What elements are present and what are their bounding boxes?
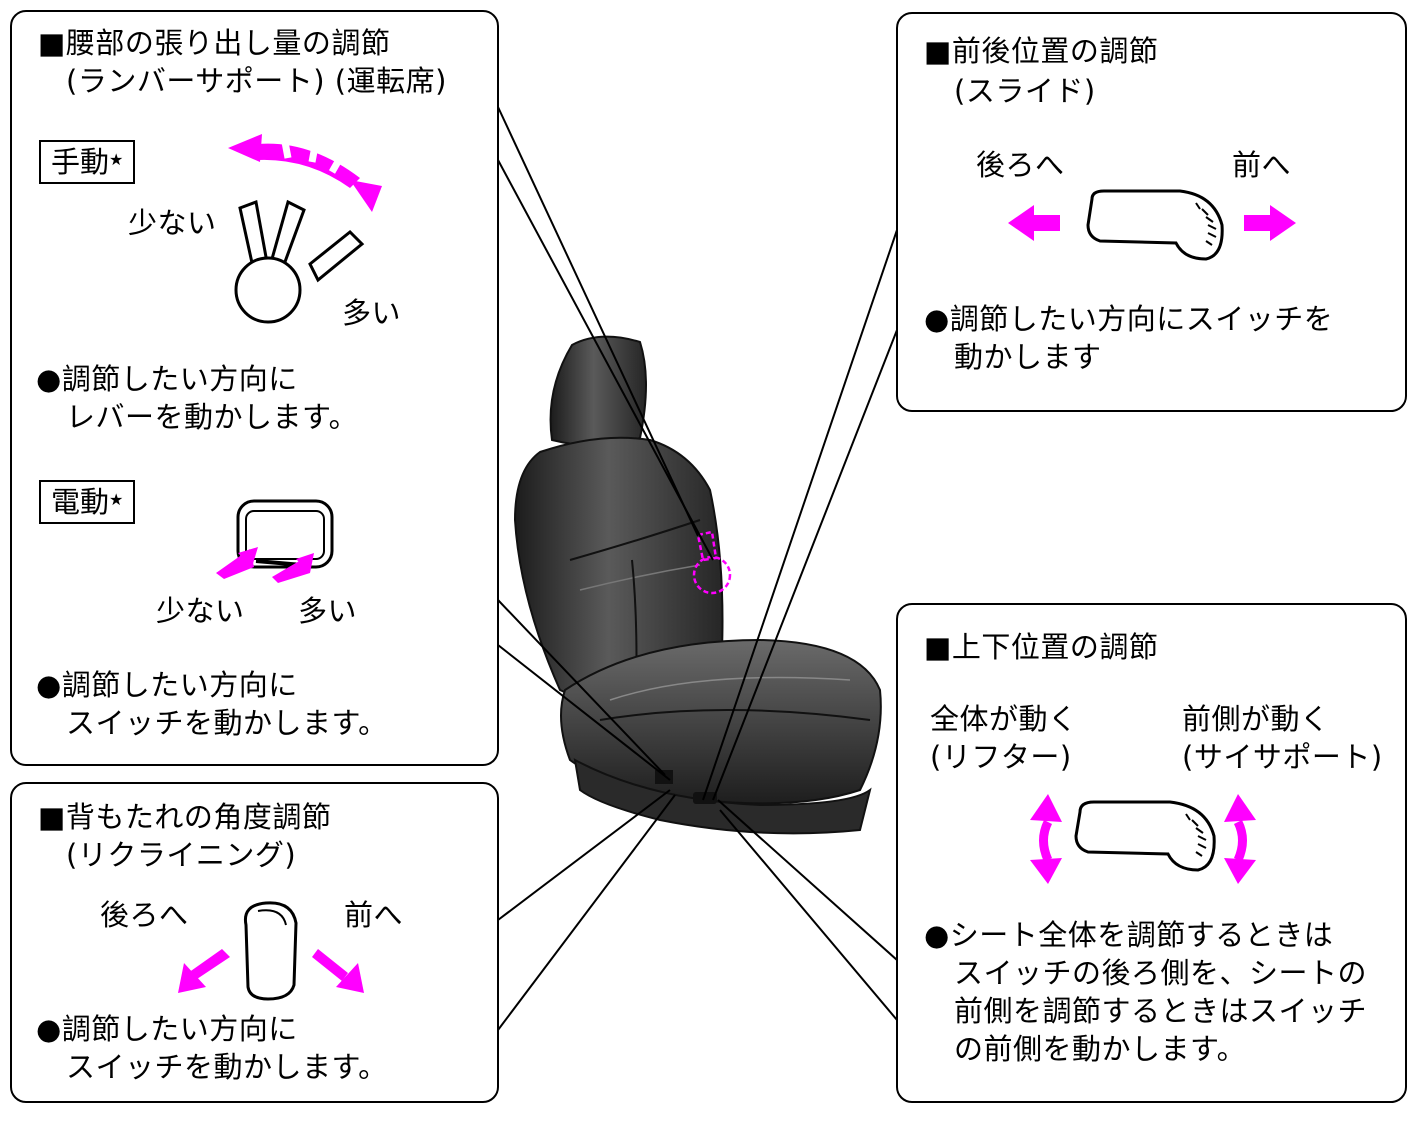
lumbar-title-line2: (ランバーサポート) (運転席) (66, 64, 447, 98)
manual-lumbar-badge: 手動★ (39, 140, 136, 184)
star-mark: ★ (109, 150, 124, 169)
power-desc-line1: ●調節したい方向に (36, 668, 298, 702)
up-down-arrow-icon (1030, 794, 1062, 884)
height-front-line1: 前側が動く (1182, 702, 1330, 736)
curved-arrow-icon (228, 134, 382, 212)
height-desc-line3: 前側を調節するときはスイッチ (954, 994, 1368, 1028)
power-lumbar-switch-illustration (216, 499, 334, 583)
manual-lumbar-lever-illustration (228, 134, 382, 324)
recline-desc-line2: スイッチを動かします。 (66, 1050, 388, 1084)
height-whole-line1: 全体が動く (930, 702, 1078, 736)
power-less-label: 少ない (156, 594, 245, 628)
manual-desc-line1: ●調節したい方向に (36, 362, 298, 396)
slide-switch-illustration (1008, 189, 1296, 261)
power-desc-line2: スイッチを動かします。 (66, 706, 388, 740)
lumbar-title-line1: ■腰部の張り出し量の調節 (38, 26, 391, 60)
recline-front-label: 前へ (344, 898, 404, 932)
height-whole-line2: (リフター) (930, 740, 1072, 774)
lever-icon (234, 199, 365, 324)
height-switch-illustration (1030, 794, 1256, 884)
slide-front-label: 前へ (1232, 148, 1292, 182)
right-arrow-icon (1244, 205, 1296, 241)
car-seat-illustration (513, 335, 882, 835)
lumbar-support-panel (10, 10, 499, 766)
manual-label: 手動 (51, 145, 110, 179)
push-arrow-icon (216, 547, 314, 583)
slide-desc-line1: ●調節したい方向にスイッチを (924, 302, 1334, 336)
manual-desc-line2: レバーを動かします。 (66, 400, 359, 434)
slide-title-line1: ■前後位置の調節 (924, 34, 1159, 68)
height-front-line2: (サイサポート) (1182, 740, 1383, 774)
recline-back-label: 後ろへ (100, 898, 189, 932)
rotate-arrow-icon (178, 949, 364, 993)
slide-back-label: 後ろへ (976, 148, 1065, 182)
left-arrow-icon (1008, 205, 1060, 241)
recline-switch-illustration (178, 901, 364, 1001)
up-down-arrow-icon (1224, 794, 1256, 884)
slide-desc-line2: 動かします (954, 340, 1102, 374)
switch-icon (243, 901, 298, 1001)
height-desc-line4: の前側を動かします。 (954, 1032, 1247, 1066)
star-mark: ★ (109, 490, 124, 509)
recline-title-line2: (リクライニング) (66, 838, 297, 872)
slide-title-line2: (スライド) (954, 74, 1096, 108)
power-more-label: 多い (298, 594, 358, 628)
power-label: 電動 (51, 485, 110, 519)
recline-title-line1: ■背もたれの角度調節 (38, 800, 332, 834)
manual-less-label: 少ない (128, 206, 217, 240)
leader-lines (497, 106, 898, 1031)
switch-icon (236, 499, 334, 569)
recline-desc-line1: ●調節したい方向に (36, 1012, 298, 1046)
height-desc-line1: ●シート全体を調節するときは (924, 918, 1334, 952)
switch-icon (1074, 800, 1216, 872)
height-title: ■上下位置の調節 (924, 630, 1159, 664)
switch-icon (1086, 189, 1224, 261)
power-lumbar-badge: 電動★ (39, 480, 136, 524)
manual-more-label: 多い (342, 296, 402, 330)
height-desc-line2: スイッチの後ろ側を、シートの (954, 956, 1368, 990)
